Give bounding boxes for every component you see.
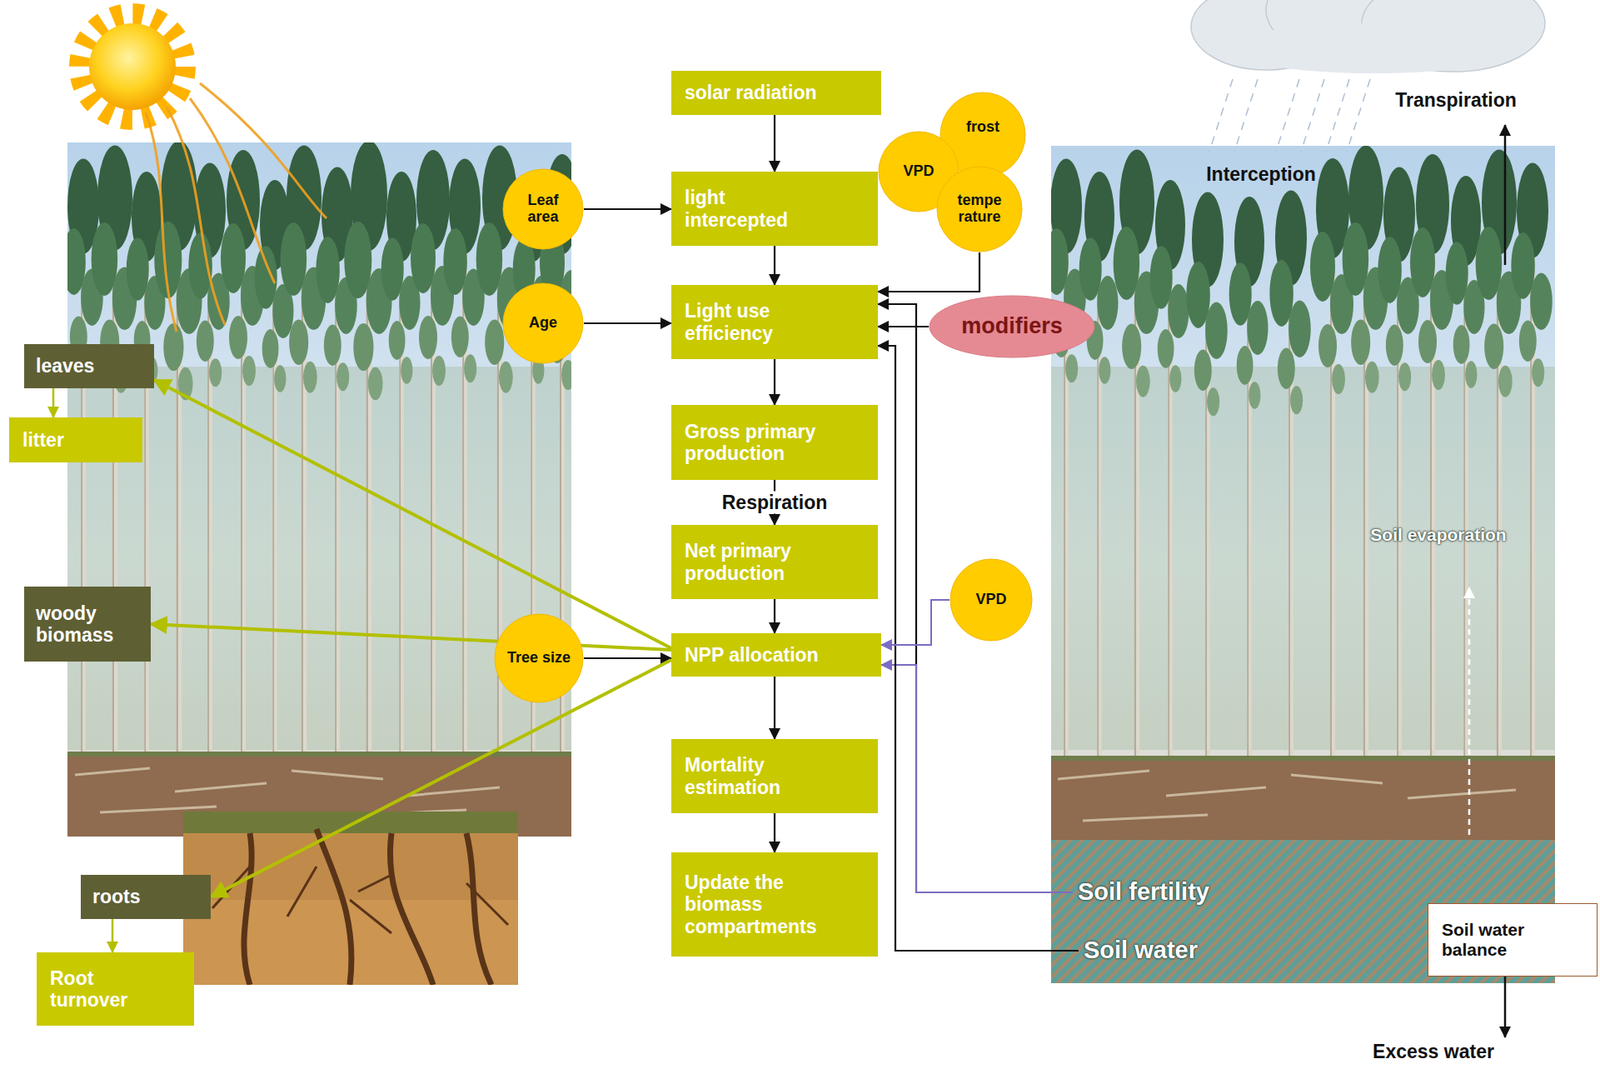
factor-circle: tempe rature bbox=[936, 165, 1023, 253]
text-holder: modifiers bbox=[928, 294, 1096, 359]
factor-circle: Age bbox=[502, 282, 584, 364]
text-holder: Age bbox=[502, 282, 584, 364]
balance-box: Soil water balance bbox=[1427, 902, 1598, 977]
factor-circle: Tree size bbox=[493, 613, 584, 703]
node-text: VPD bbox=[902, 163, 934, 180]
node-text: woody biomass bbox=[35, 602, 120, 647]
flow-arrow bbox=[881, 664, 1073, 893]
node-text: Gross primary production bbox=[684, 420, 835, 465]
node-text: leaves bbox=[35, 354, 143, 377]
flux-box: litter bbox=[9, 417, 143, 463]
process-box: Light use efficiency bbox=[671, 284, 878, 359]
annotation: Soil evaporation bbox=[1370, 524, 1506, 545]
flow-arrow bbox=[150, 623, 672, 650]
flow-arrow bbox=[773, 812, 776, 853]
edge-label: Respiration bbox=[717, 491, 833, 514]
soil-label: Soil water bbox=[1078, 929, 1282, 972]
rain-lines bbox=[1209, 79, 1371, 152]
process-box: Gross primary production bbox=[671, 404, 878, 480]
annotation: Excess water bbox=[1372, 1040, 1495, 1063]
node-text: Net primary production bbox=[684, 539, 835, 584]
cloud-symbol bbox=[1191, 0, 1546, 74]
node-text: solar radiation bbox=[684, 81, 868, 104]
flow-arrow bbox=[52, 388, 55, 418]
pool-box: woody biomass bbox=[24, 586, 151, 662]
text-holder: Tree size bbox=[493, 613, 584, 703]
flow-arrow bbox=[210, 659, 672, 898]
process-box: solar radiation bbox=[671, 70, 882, 115]
node-text: roots bbox=[92, 885, 200, 908]
node-text: Light use efficiency bbox=[684, 299, 818, 344]
flow-arrow bbox=[877, 304, 1073, 893]
node-text: VPD bbox=[975, 591, 1007, 609]
node-text: frost bbox=[966, 119, 1000, 136]
flow-arrow bbox=[583, 208, 672, 210]
factor-circle: Leaf area bbox=[502, 168, 584, 250]
soil-photo bbox=[183, 811, 519, 985]
process-box: Update the biomass compartments bbox=[671, 852, 878, 957]
sun-rays bbox=[145, 83, 327, 332]
process-box: NPP allocation bbox=[671, 633, 882, 677]
node-text: Mortality estimation bbox=[684, 753, 835, 798]
node-text: Tree size bbox=[507, 649, 571, 667]
flow-arrow bbox=[773, 114, 776, 172]
flow-arrow bbox=[877, 325, 929, 328]
node-text: light intercepted bbox=[684, 186, 810, 231]
process-box: Net primary production bbox=[671, 524, 878, 599]
flow-arrow bbox=[773, 598, 776, 634]
node-text: Age bbox=[528, 314, 558, 332]
soil-label: Soil fertility bbox=[1072, 871, 1293, 913]
pool-box: leaves bbox=[24, 343, 155, 389]
flow-arrow bbox=[881, 599, 950, 645]
process-box: Mortality estimation bbox=[671, 738, 878, 813]
flow-arrow bbox=[773, 245, 776, 285]
forest-photo bbox=[67, 142, 572, 837]
transpiration-arrow bbox=[1504, 124, 1507, 265]
flow-arrow bbox=[111, 918, 115, 953]
annotation: Interception bbox=[1206, 163, 1316, 186]
flow-arrow bbox=[877, 252, 980, 292]
flow-arrow bbox=[583, 657, 672, 659]
pool-box: roots bbox=[80, 874, 211, 919]
flow-arrow bbox=[877, 345, 1079, 951]
node-text: Update the biomass compartments bbox=[684, 871, 831, 938]
flow-arrow bbox=[154, 379, 672, 648]
sun-symbol bbox=[80, 14, 185, 119]
node-text: Soil water bbox=[1083, 936, 1277, 964]
node-text: litter bbox=[22, 428, 130, 451]
drainage-arrow bbox=[1504, 976, 1507, 1037]
node-text: Leaf area bbox=[518, 192, 569, 226]
text-holder: VPD bbox=[949, 558, 1033, 642]
flow-arrow bbox=[773, 676, 776, 739]
text-holder: tempe rature bbox=[936, 165, 1023, 253]
modifier-ellipse: modifiers bbox=[928, 294, 1096, 359]
evaporation-arrow bbox=[1468, 587, 1471, 835]
node-text: Soil fertility bbox=[1077, 877, 1288, 906]
node-text: tempe rature bbox=[950, 192, 1009, 226]
node-text: modifiers bbox=[961, 313, 1063, 339]
factor-circle: VPD bbox=[949, 558, 1033, 642]
text-holder: Leaf area bbox=[502, 168, 584, 250]
annotation: Transpiration bbox=[1395, 89, 1517, 112]
node-text: Root turnover bbox=[49, 966, 142, 1012]
node-text: Soil water balance bbox=[1441, 919, 1584, 960]
flow-arrow bbox=[773, 358, 776, 405]
process-box: light intercepted bbox=[671, 171, 878, 246]
flow-arrow bbox=[583, 322, 672, 324]
flux-box: Root turnover bbox=[36, 952, 195, 1026]
node-text: NPP allocation bbox=[684, 643, 868, 666]
forest-photo bbox=[1051, 145, 1556, 840]
